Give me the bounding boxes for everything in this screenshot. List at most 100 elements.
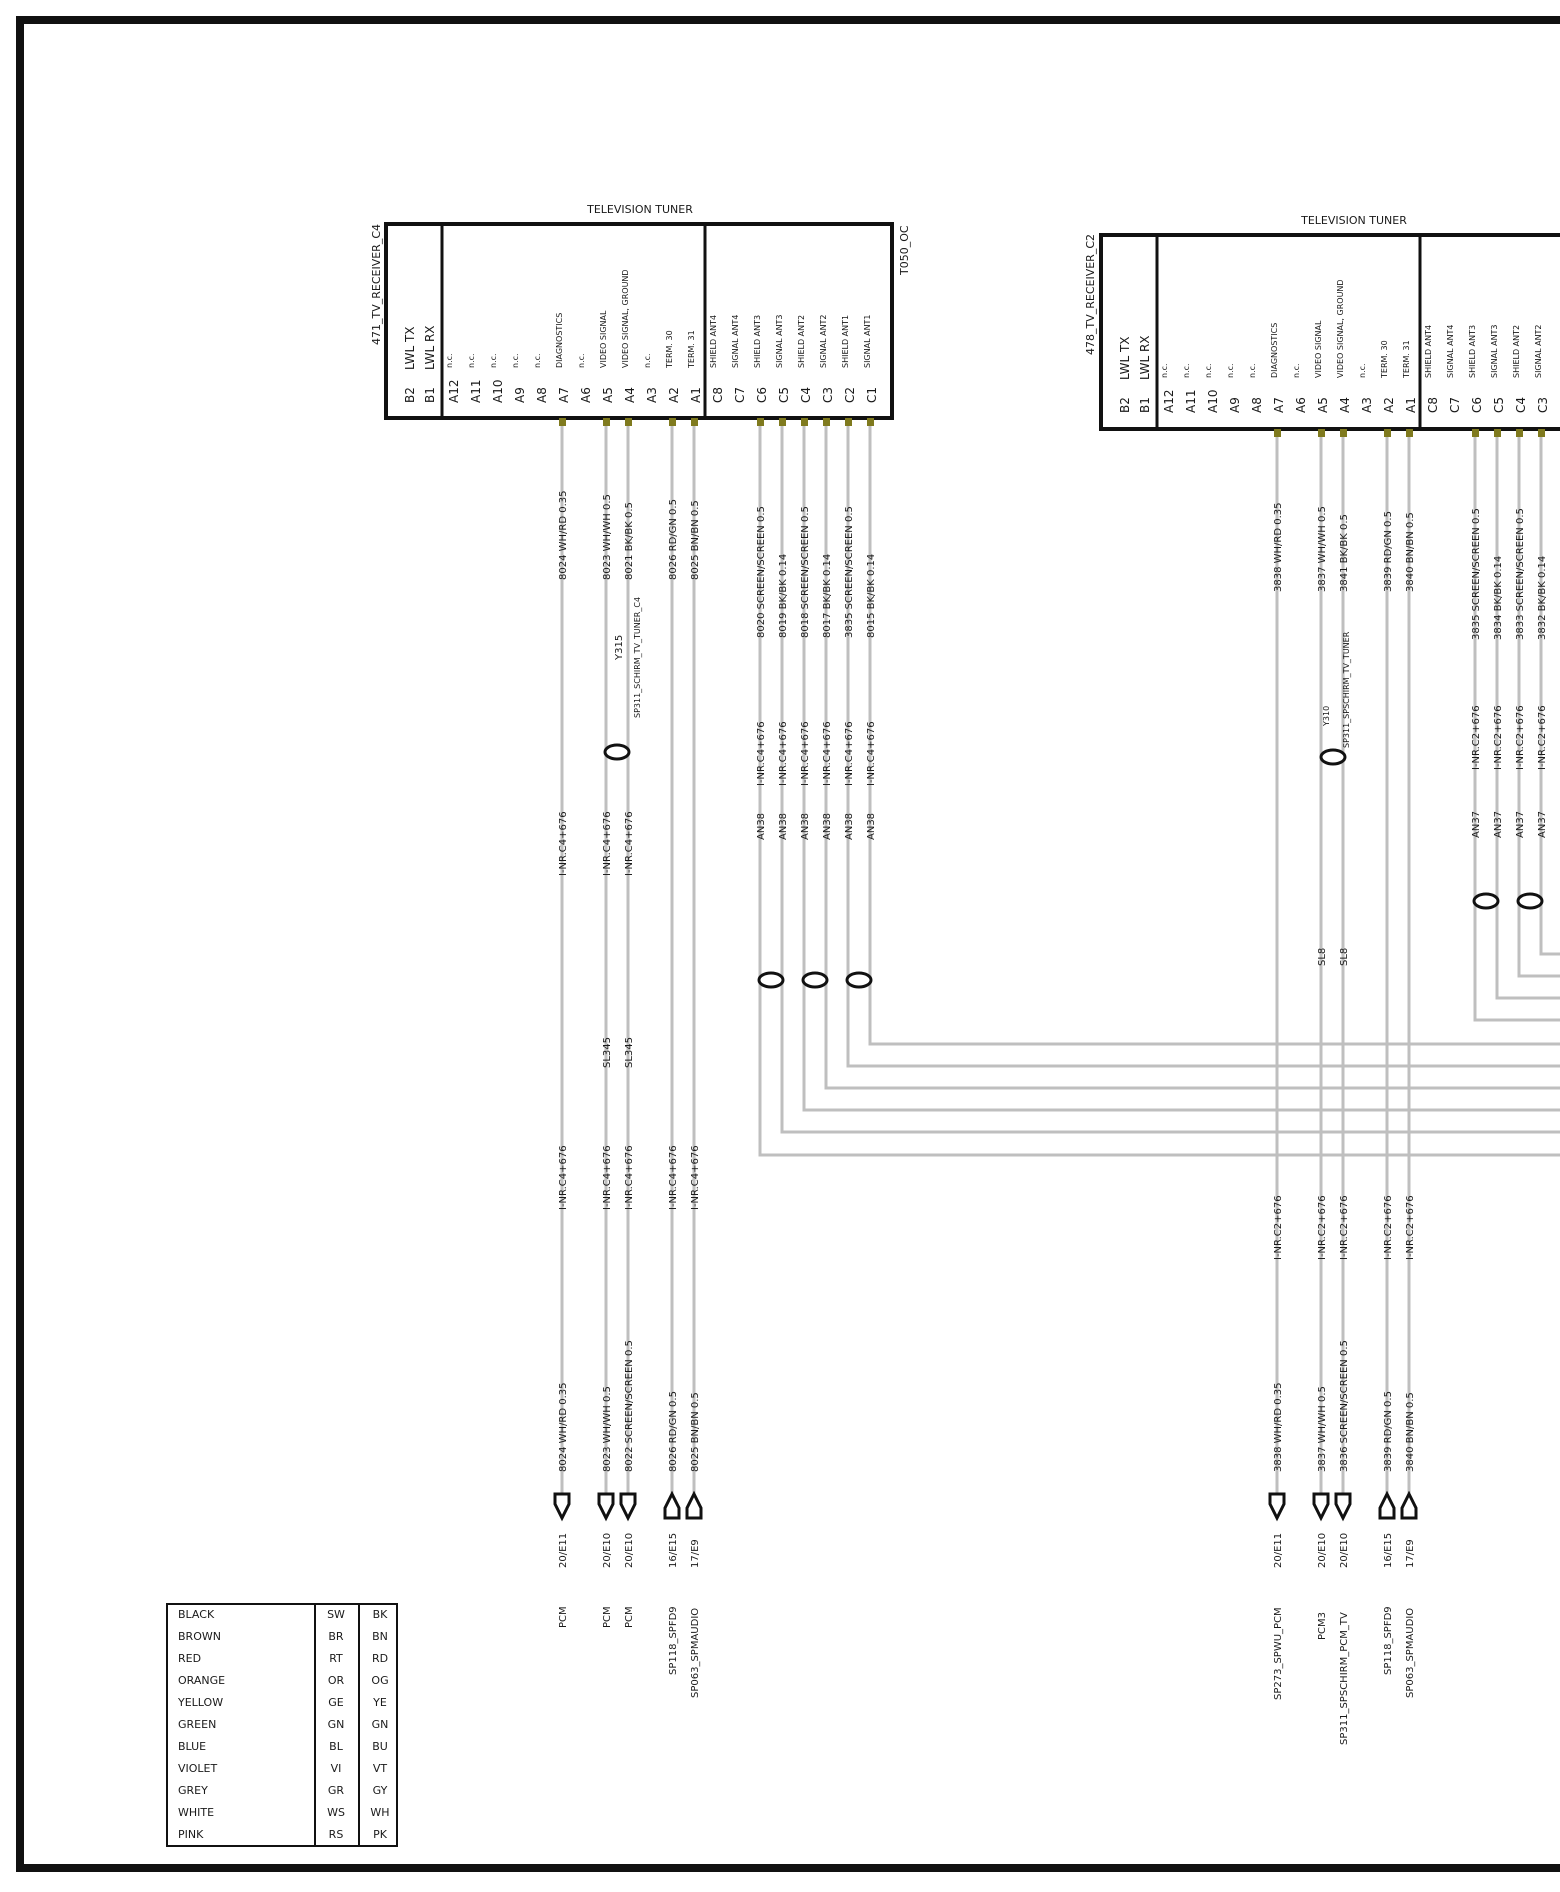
legend-code-en: BK <box>373 1608 389 1621</box>
wire-labels: 3838 WH/RD 0.35 3837 WH/WH 0.5 3841 BK/B… <box>1273 503 1416 1746</box>
pin-number: B1 <box>423 387 437 403</box>
legend-color-name: VIOLET <box>178 1762 218 1775</box>
connector-title: TELEVISION TUNER <box>586 203 693 216</box>
pin-function: VIDEO SIGNAL, GROUND <box>621 269 630 368</box>
arrow-down-icon <box>619 1492 637 1522</box>
pin-number: A5 <box>1316 397 1330 413</box>
wire-label: 3839 RD/GN 0.5 <box>1383 1391 1394 1472</box>
pin-function: n.c. <box>489 353 498 368</box>
arrow-down-icon <box>1334 1492 1352 1522</box>
pin-number: C8 <box>711 387 725 403</box>
pin-number: A3 <box>645 387 659 403</box>
legend-color-name: ORANGE <box>178 1674 225 1687</box>
shield-code: Y310 <box>1322 706 1331 727</box>
pin-function: n.c. <box>1292 363 1301 378</box>
wire-label: 3832 BK/BK 0.14 <box>1537 556 1548 640</box>
pin-number: C3 <box>821 387 835 403</box>
pin-number: B2 <box>403 387 417 403</box>
pin-number: B2 <box>1118 397 1132 413</box>
segment-label: I-NR.C2+676 <box>1339 1195 1350 1260</box>
pin-number: A11 <box>1184 390 1198 413</box>
segment-label: I-NR.C4+676 <box>602 811 613 876</box>
terminals <box>553 1490 703 1522</box>
pin-function: SIGNAL ANT2 <box>819 314 828 368</box>
pin-a9: A9n.c. <box>1226 363 1242 413</box>
pin-function: SHIELD ANT4 <box>709 315 718 368</box>
connector-ref: AN37 <box>1471 811 1482 838</box>
destination-label: PCM <box>624 1606 635 1628</box>
pin-stubs <box>1274 429 1545 437</box>
connector-ref: AN38 <box>800 813 811 840</box>
pin-function: SHIELD ANT2 <box>1512 325 1521 378</box>
pin-a4: A4 VIDEO SIGNAL, GROUND <box>621 269 637 403</box>
destination-label: PCM <box>602 1606 613 1628</box>
pin-number: A8 <box>535 387 549 403</box>
color-legend: BLACK SW BK BROWN BR BN RED RT RD ORANGE… <box>166 1603 398 1847</box>
legend-color-name: PINK <box>178 1828 204 1841</box>
legend-code-de: SW <box>327 1608 345 1621</box>
segment-label: I-NR.C2+676 <box>1537 705 1548 770</box>
segment-label: I-NR.C2+676 <box>1383 1195 1394 1260</box>
pin-function: SHIELD ANT3 <box>753 315 762 368</box>
pin-number: A1 <box>689 387 703 403</box>
connector-471-tv-receiver-c4[interactable]: TELEVISION TUNER 471_TV_RECEIVER_C4 T050… <box>370 203 1560 1698</box>
down-wires <box>560 426 696 1493</box>
connector-ref: AN38 <box>778 813 789 840</box>
legend-code-en: YE <box>372 1696 387 1709</box>
wire-label: 3840 BN/BN 0.5 <box>1405 1392 1416 1472</box>
segment-label: I-NR.C2+676 <box>1317 1195 1328 1260</box>
connector-ref: AN37 <box>1515 811 1526 838</box>
legend-code-en: PK <box>373 1828 388 1841</box>
pin-a8: A8n.c. <box>533 353 549 403</box>
pin-function: DIAGNOSTICS <box>555 313 564 368</box>
wire-label: 3833 SCREEN/SCREEN 0.5 <box>1515 508 1526 640</box>
pin-function: SHIELD ANT4 <box>1424 325 1433 378</box>
pin-function: LWL RX <box>423 325 437 370</box>
segment-label: I-NR.C4+676 <box>690 1145 701 1210</box>
wire-label: 8018 SCREEN/SCREEN 0.5 <box>800 506 811 638</box>
legend-color-name: WHITE <box>178 1806 214 1819</box>
splice-label: SL8 <box>1339 948 1350 966</box>
wire-label: 8017 BK/BK 0.14 <box>822 554 833 638</box>
legend-color-name: RED <box>178 1652 201 1665</box>
pin-number: A1 <box>1404 397 1418 413</box>
legend-code-en: RD <box>372 1652 388 1665</box>
legend-color-name: GREEN <box>178 1718 216 1731</box>
destination-label: SP063_SPMAUDIO <box>1405 1608 1416 1698</box>
pin-number: A4 <box>623 387 637 403</box>
twisted-pair-icon <box>845 971 873 989</box>
legend-code-de: BL <box>329 1740 344 1753</box>
twisted-pair-icon <box>757 971 785 989</box>
twisted-pair-icon <box>1319 748 1347 766</box>
pin-number: C5 <box>1492 397 1506 413</box>
connector-ref: AN38 <box>866 813 877 840</box>
legend-code-de: GE <box>328 1696 344 1709</box>
legend-code-en: WH <box>370 1806 389 1819</box>
arrow-up-icon <box>685 1490 703 1520</box>
pin-function: LWL RX <box>1138 335 1152 380</box>
splice-label: SL8 <box>1317 948 1328 966</box>
pin-number: A11 <box>469 380 483 403</box>
pin-function: DIAGNOSTICS <box>1270 323 1279 378</box>
page-ref: 20/E10 <box>1317 1533 1328 1568</box>
pin-function: n.c. <box>511 353 520 368</box>
pin-number: C7 <box>1448 397 1462 413</box>
connector-478-tv-receiver-c2[interactable]: TELEVISION TUNER 478_TV_RECEIVER_C2 B2 L… <box>1084 214 1560 1745</box>
wire-label: 8023 WH/WH 0.5 <box>602 1386 613 1472</box>
pin-c3: C3 SIGNAL ANT2 <box>819 314 835 403</box>
pin-number: A7 <box>557 387 571 403</box>
connector-ref: AN38 <box>844 813 855 840</box>
